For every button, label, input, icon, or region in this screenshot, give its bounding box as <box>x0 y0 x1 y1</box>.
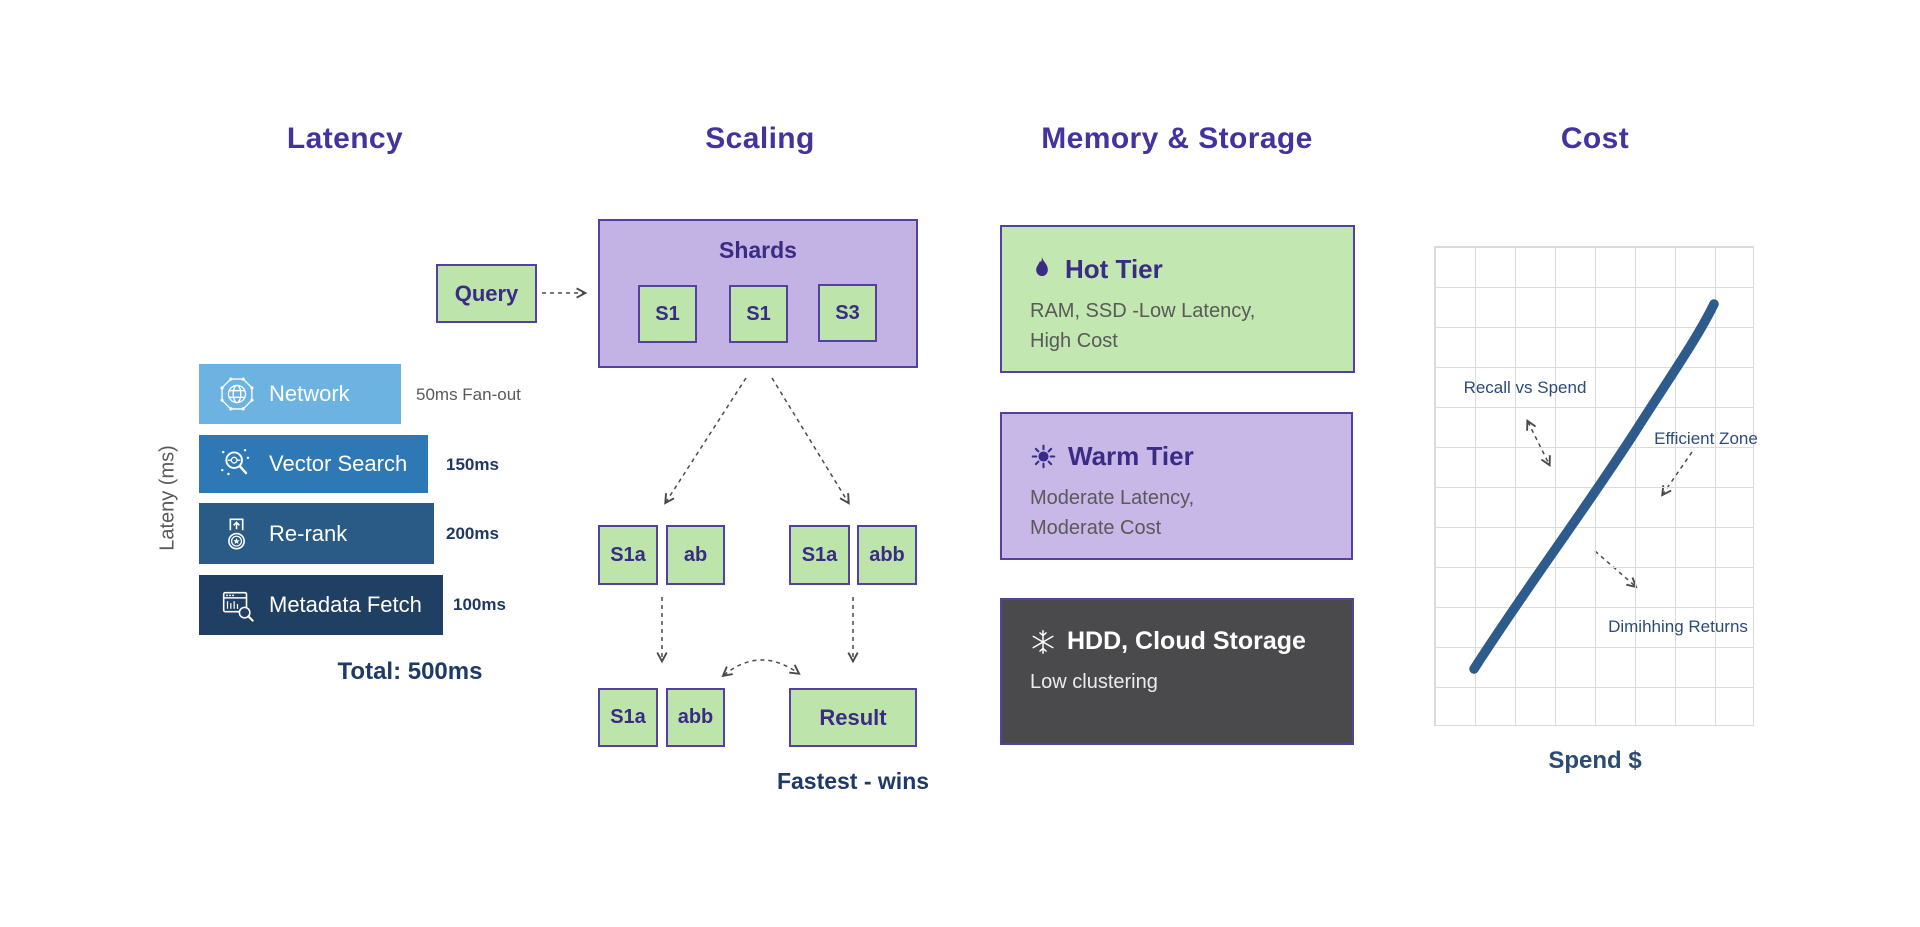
cold-tier-body: Low clustering <box>1030 667 1324 697</box>
cost-chart-grid <box>1434 246 1754 726</box>
latency-bar-label: Network <box>269 381 350 406</box>
latency-bar-label: Re-rank <box>269 520 348 546</box>
latency-bar-metadata-fetch: Metadata Fetch <box>199 575 443 635</box>
latency-total-label: Total: 500ms <box>337 658 483 685</box>
snowflake-icon <box>1032 629 1054 654</box>
latency-bar-label: Metadata Fetch <box>269 592 422 617</box>
latency-bar-network: Network <box>199 364 401 424</box>
shard-box-1: S1 <box>638 285 697 343</box>
cold-tier-title-row: HDD, Cloud Storage <box>1030 627 1324 656</box>
warm-tier-title-row: Warm Tier <box>1030 441 1323 472</box>
cold-tier-body-line1: Low clustering <box>1030 671 1158 693</box>
warm-tier-card: Warm Tier Moderate Latency, Moderate Cos… <box>1000 412 1353 560</box>
latency-bar-re-rank: Re-rank <box>199 503 434 564</box>
partial-result-box: ab <box>666 525 725 585</box>
partial-result-box: S1a <box>789 525 850 585</box>
latency-value-network: 50ms Fan-out <box>416 385 521 404</box>
network-globe-icon <box>220 377 254 411</box>
annotation-recall-vs-spend: Recall vs Spend <box>1463 378 1587 397</box>
warm-tier-body: Moderate Latency, Moderate Cost <box>1030 483 1323 543</box>
hot-tier-body-line1: RAM, SSD -Low Latency, <box>1030 300 1256 322</box>
shards-container: Shards S1 S1 S3 <box>598 219 918 368</box>
latency-value-vector-search: 150ms <box>446 455 499 474</box>
shard-box-2: S1 <box>729 285 788 343</box>
shard-box-3: S3 <box>818 284 877 342</box>
query-box: Query <box>436 264 537 323</box>
cost-x-axis-label: Spend $ <box>1548 747 1642 774</box>
magnifier-sparkle-icon <box>221 448 250 476</box>
merged-result-box: S1a <box>598 688 658 747</box>
hot-tier-title-row: Hot Tier <box>1030 254 1325 285</box>
column-title-latency: Latency <box>286 122 404 155</box>
annotation-efficient-zone: Efficient Zone <box>1654 429 1758 448</box>
latency-value-metadata-fetch: 100ms <box>453 595 506 614</box>
partial-result-box: abb <box>857 525 917 585</box>
sun-icon <box>1031 444 1056 469</box>
column-title-cost: Cost <box>1560 122 1630 155</box>
award-rank-icon <box>228 517 245 550</box>
latency-value-re-rank: 200ms <box>446 524 499 543</box>
merged-result-box: abb <box>666 688 725 747</box>
annotation-diminishing-returns: Dimihhing Returns <box>1608 617 1748 636</box>
cost-curve <box>1469 299 1719 674</box>
hot-tier-card: Hot Tier RAM, SSD -Low Latency, High Cos… <box>1000 225 1355 373</box>
latency-y-axis-label: Lateny (ms) <box>156 445 179 551</box>
cold-tier-card: HDD, Cloud Storage Low clustering <box>1000 598 1354 745</box>
partial-result-box: S1a <box>598 525 658 585</box>
warm-tier-body-line2: Moderate Cost <box>1030 517 1162 539</box>
scaling-caption: Fastest - wins <box>776 768 930 794</box>
result-box: Result <box>789 688 917 747</box>
latency-bar-label: Vector Search <box>269 451 408 476</box>
flame-icon <box>1036 256 1048 276</box>
warm-tier-title: Warm Tier <box>1068 441 1194 471</box>
cold-tier-title: HDD, Cloud Storage <box>1067 627 1306 655</box>
hot-tier-title: Hot Tier <box>1065 254 1163 284</box>
data-table-search-icon <box>222 591 254 622</box>
shards-title: Shards <box>719 237 797 263</box>
hot-tier-body: RAM, SSD -Low Latency, High Cost <box>1030 296 1325 356</box>
warm-tier-body-line1: Moderate Latency, <box>1030 487 1195 509</box>
column-title-memory: Memory & Storage <box>1041 122 1313 155</box>
hot-tier-body-line2: High Cost <box>1030 330 1118 352</box>
column-title-scaling: Scaling <box>705 122 815 155</box>
latency-bar-vector-search: Vector Search <box>199 435 428 493</box>
